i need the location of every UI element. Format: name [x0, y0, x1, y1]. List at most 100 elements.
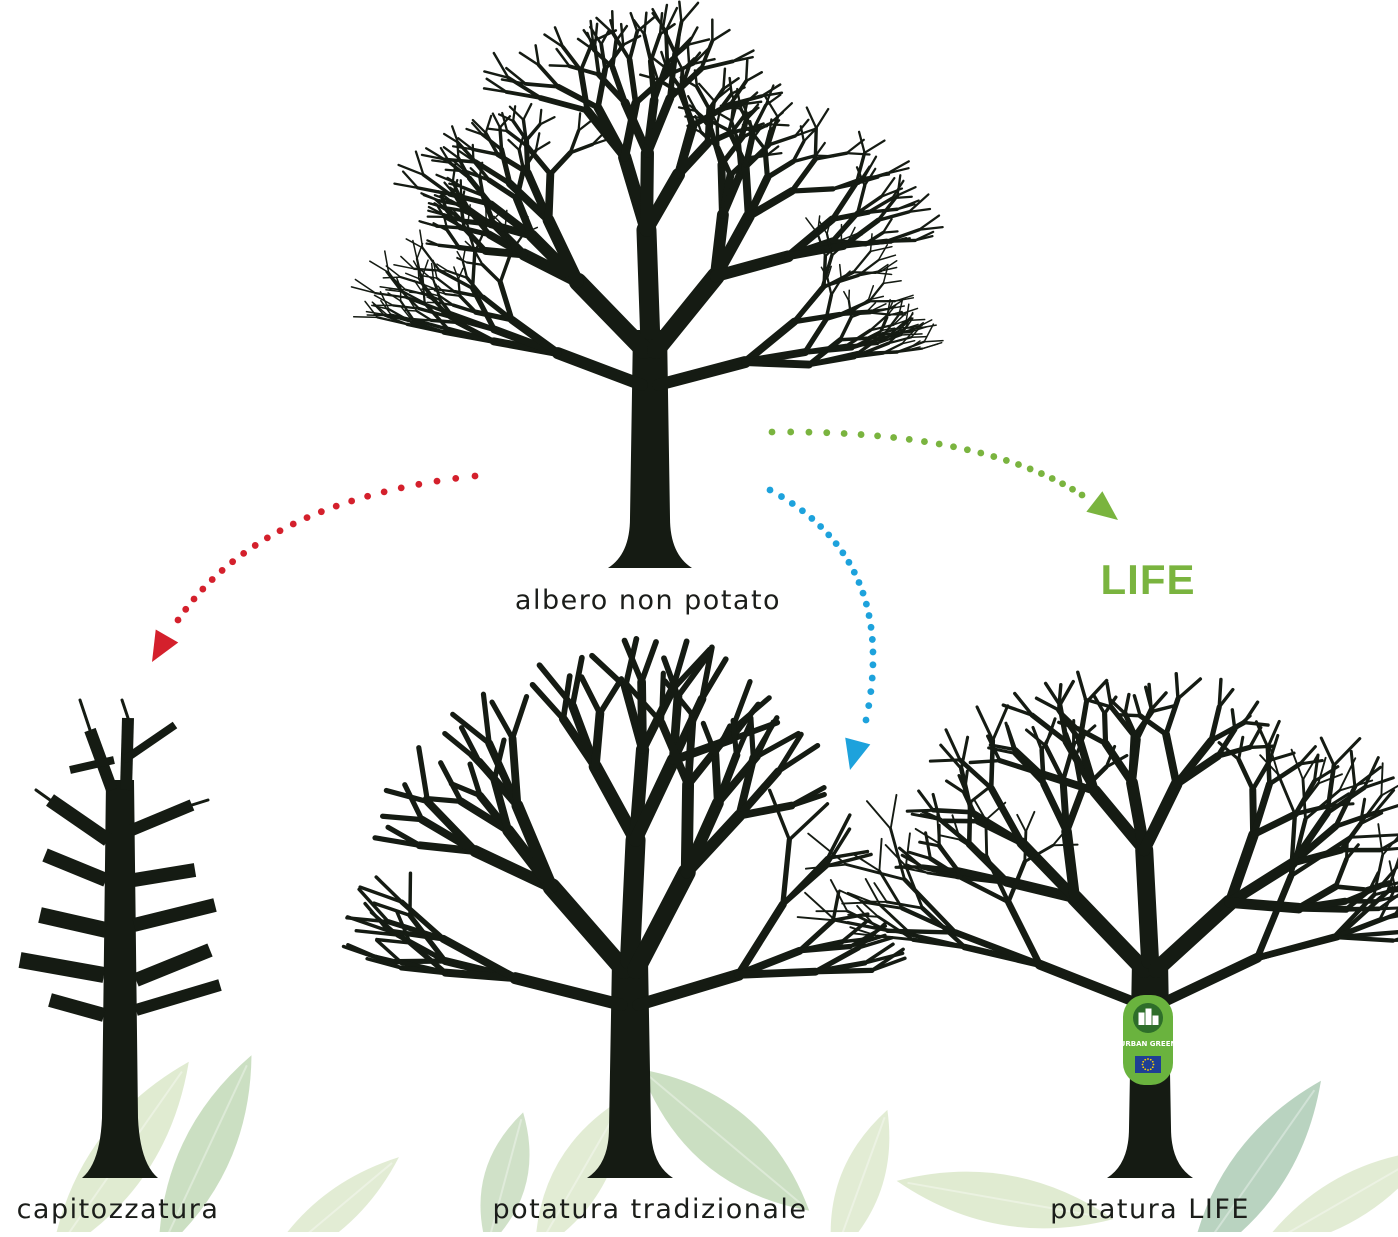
tree-branch: [502, 113, 507, 131]
arrow-dot: [806, 429, 813, 436]
tree-branch: [658, 362, 745, 385]
tree-branch: [446, 294, 460, 296]
tree-branch: [540, 110, 541, 125]
tree-branch: [1053, 845, 1078, 846]
tree-branch: [630, 31, 638, 59]
arrow-dot: [1069, 486, 1076, 493]
tree-branch: [679, 2, 681, 23]
arrow-dot: [304, 514, 311, 521]
arrow-dot: [865, 702, 872, 709]
tree-branch: [630, 840, 636, 960]
arrow-dot: [1003, 457, 1010, 464]
tree-branch: [1350, 834, 1398, 837]
tree-branch: [1230, 903, 1299, 909]
tree-branch: [1239, 759, 1253, 789]
tree-branch: [421, 193, 439, 200]
tree-branch: [406, 273, 419, 278]
tree-branch: [1025, 832, 1026, 862]
arrow-dot: [1038, 470, 1045, 477]
tree-branch: [1059, 685, 1061, 710]
eu-star: [1142, 1061, 1144, 1063]
arrow-dot: [808, 515, 815, 522]
eu-star: [1147, 1058, 1149, 1060]
tree-stub: [45, 855, 106, 880]
arrow-dot: [1049, 475, 1056, 482]
arrow-traditional: [767, 487, 877, 774]
tree-branch: [1257, 937, 1333, 958]
tree-branch: [919, 791, 933, 810]
tree-branch: [483, 694, 489, 743]
tree-branch: [792, 159, 815, 191]
tree-stub: [134, 905, 215, 925]
tree-branch: [906, 833, 910, 866]
tree-branch: [840, 317, 851, 340]
arrow-topping: [141, 473, 479, 669]
tree-branch: [798, 917, 836, 920]
tree-branch: [1166, 699, 1178, 734]
tree-branch: [1042, 750, 1044, 784]
tree-stub: [132, 805, 192, 830]
tree-branch: [630, 60, 636, 103]
tree-branch: [970, 761, 999, 763]
tree-branch: [840, 890, 866, 902]
tree-branch: [1278, 775, 1294, 814]
eu-star: [1142, 1064, 1144, 1066]
label-traditional: potatura tradizionale: [492, 1194, 807, 1225]
tree-branch: [871, 247, 892, 252]
arrow-dot: [950, 443, 957, 450]
arrow-dot: [874, 432, 881, 439]
tree-branch: [865, 141, 885, 153]
tree-trunk: [608, 330, 692, 568]
tree-branch: [681, 3, 698, 22]
tree-branch: [977, 707, 993, 740]
arrow-dot: [868, 624, 875, 631]
tree-branch: [746, 60, 747, 81]
tree-branch: [486, 116, 491, 133]
tree-branch: [493, 114, 500, 128]
tree-branch: [792, 189, 833, 191]
tree-branch: [783, 840, 789, 905]
tree-branch: [640, 75, 657, 80]
tree-branch: [933, 810, 971, 812]
arrow-dot: [381, 488, 388, 495]
tree-branch: [970, 786, 991, 802]
tree-branch: [1166, 734, 1176, 784]
tree-branch: [751, 718, 753, 758]
tree-branch: [712, 30, 729, 41]
arrow-dot: [209, 576, 216, 583]
tree-branch: [404, 310, 416, 311]
arrow-dot: [863, 601, 870, 608]
arrow-head: [141, 630, 179, 669]
arrow-dot: [856, 579, 863, 586]
tree-branch: [385, 251, 389, 272]
tree-branch: [1120, 715, 1140, 716]
tree-branch: [930, 760, 960, 761]
tree-branch: [1132, 739, 1137, 782]
tree-branch: [806, 218, 818, 234]
tree-branch: [600, 679, 621, 713]
arrow-dot: [472, 473, 479, 480]
tree-branch: [960, 840, 986, 857]
arrow-dot: [866, 612, 873, 619]
tree-branch: [578, 282, 644, 350]
arrow-dot: [348, 498, 355, 505]
tree-branch: [816, 109, 828, 128]
badge-text: URBAN GREEN: [1120, 1040, 1177, 1048]
arrow-dot: [199, 586, 206, 593]
arrow-dot: [333, 503, 340, 510]
tree-branch: [883, 231, 897, 232]
tree-branch: [376, 293, 407, 297]
arrow-dot: [863, 717, 870, 724]
tree-branch: [867, 801, 891, 829]
tree-stub: [50, 800, 108, 840]
tree-branch: [383, 816, 422, 819]
eu-star: [1144, 1059, 1146, 1061]
tree-branch: [540, 117, 555, 124]
tree-traditional: [344, 639, 905, 1178]
arrow-dot: [434, 478, 441, 485]
tree-branch: [723, 69, 725, 89]
tree-branch: [370, 261, 389, 272]
tree-branch: [831, 880, 847, 911]
